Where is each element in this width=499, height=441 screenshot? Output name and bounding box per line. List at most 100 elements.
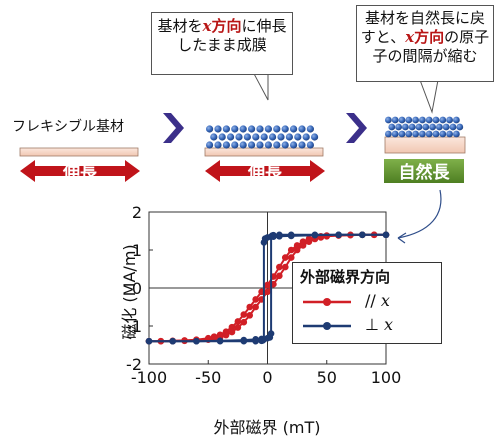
data-point: [240, 337, 248, 345]
atom: [391, 130, 399, 138]
data-point: [293, 242, 301, 249]
atom: [281, 125, 289, 133]
atom: [239, 125, 247, 133]
atom: [306, 125, 314, 133]
atom: [256, 125, 264, 133]
series-perpendicular: [145, 231, 390, 345]
atom: [405, 116, 413, 124]
data-point: [281, 254, 289, 261]
atom: [388, 123, 396, 131]
atom: [222, 141, 230, 149]
atom: [298, 141, 306, 149]
data-point: [252, 296, 259, 303]
atom-layer-icon: [385, 116, 464, 138]
legend-marker-perp: [323, 322, 331, 330]
data-point: [145, 337, 153, 345]
data-point: [228, 328, 236, 336]
double-arrow-icon: [205, 160, 325, 182]
atom: [231, 141, 239, 149]
atom: [273, 141, 281, 149]
atom: [456, 123, 464, 131]
atom: [206, 141, 214, 149]
x-axis-label: 外部磁界 (mT): [214, 418, 321, 437]
data-point: [222, 331, 230, 339]
data-point: [287, 254, 295, 261]
atom: [231, 125, 239, 133]
atom: [398, 116, 406, 124]
atom: [419, 130, 426, 138]
atom: [218, 133, 226, 141]
callout-relaxed: 基材を自然長に戻 すと、x方向の原子 子の間隔が縮む: [356, 5, 494, 82]
atom: [294, 133, 302, 141]
atom: [206, 125, 214, 133]
legend-perp-label: ⊥ x: [365, 315, 394, 334]
x-tick-label: 0: [262, 368, 272, 387]
atom: [235, 133, 243, 141]
data-point: [258, 337, 265, 345]
data-point: [260, 239, 268, 246]
data-point: [240, 311, 248, 318]
atom: [306, 141, 314, 149]
double-arrow-icon: [20, 160, 140, 182]
atom: [398, 130, 406, 138]
atom: [439, 116, 447, 124]
atom: [269, 133, 277, 141]
data-point: [281, 263, 289, 271]
atom: [311, 133, 319, 141]
data-point: [252, 303, 259, 311]
atom: [285, 133, 293, 141]
data-point: [228, 323, 236, 331]
atom: [227, 133, 235, 141]
legend-swatches: [303, 298, 351, 330]
atom: [385, 116, 392, 124]
data-point: [293, 246, 301, 254]
atom: [248, 125, 256, 133]
atom: [298, 125, 306, 133]
data-point: [234, 324, 242, 331]
atom: [432, 130, 440, 138]
data-point: [169, 337, 176, 345]
data-point: [252, 337, 259, 345]
atom: [281, 141, 289, 149]
atom: [425, 116, 433, 124]
substrate-2: [204, 147, 324, 157]
y-axis-label: 磁化 (MA/m): [120, 244, 139, 339]
data-point: [276, 233, 283, 240]
data-point: [246, 303, 254, 311]
atom: [290, 125, 298, 133]
x-tick-label: -100: [131, 368, 167, 387]
atom: [419, 116, 426, 124]
data-point: [276, 272, 283, 280]
data-point: [276, 263, 283, 271]
atom: [210, 133, 218, 141]
atom: [442, 123, 450, 131]
atom: [252, 133, 260, 141]
atom: [402, 123, 409, 131]
stretch-label-1: 伸長: [62, 162, 98, 183]
atom: [446, 116, 453, 124]
data-point: [234, 318, 242, 325]
callout-stretched-growth: 基材をx方向に伸長 したまま成膜: [151, 12, 293, 75]
atom: [405, 130, 413, 138]
atom: [429, 123, 436, 131]
atom: [290, 141, 298, 149]
y-tick-label: 0: [132, 279, 142, 298]
atom: [277, 133, 285, 141]
legend: 外部磁界方向 // x ⊥ x: [292, 262, 442, 344]
natural-length-label: 自然長: [399, 162, 451, 183]
substrate-label: フレキシブル基材: [12, 119, 124, 135]
chevron-right-icon: [163, 113, 184, 143]
atom: [264, 125, 272, 133]
atom: [412, 130, 419, 138]
atom: [214, 125, 222, 133]
x-tick-label: -50: [195, 368, 221, 387]
data-point: [335, 231, 342, 239]
legend-title: 外部磁界方向: [300, 268, 391, 286]
atom: [264, 141, 272, 149]
atom: [408, 123, 416, 131]
data-point: [193, 337, 200, 345]
atom: [412, 116, 419, 124]
x-tick-label: 50: [317, 368, 337, 387]
atom: [214, 141, 222, 149]
data-point: [287, 246, 295, 254]
